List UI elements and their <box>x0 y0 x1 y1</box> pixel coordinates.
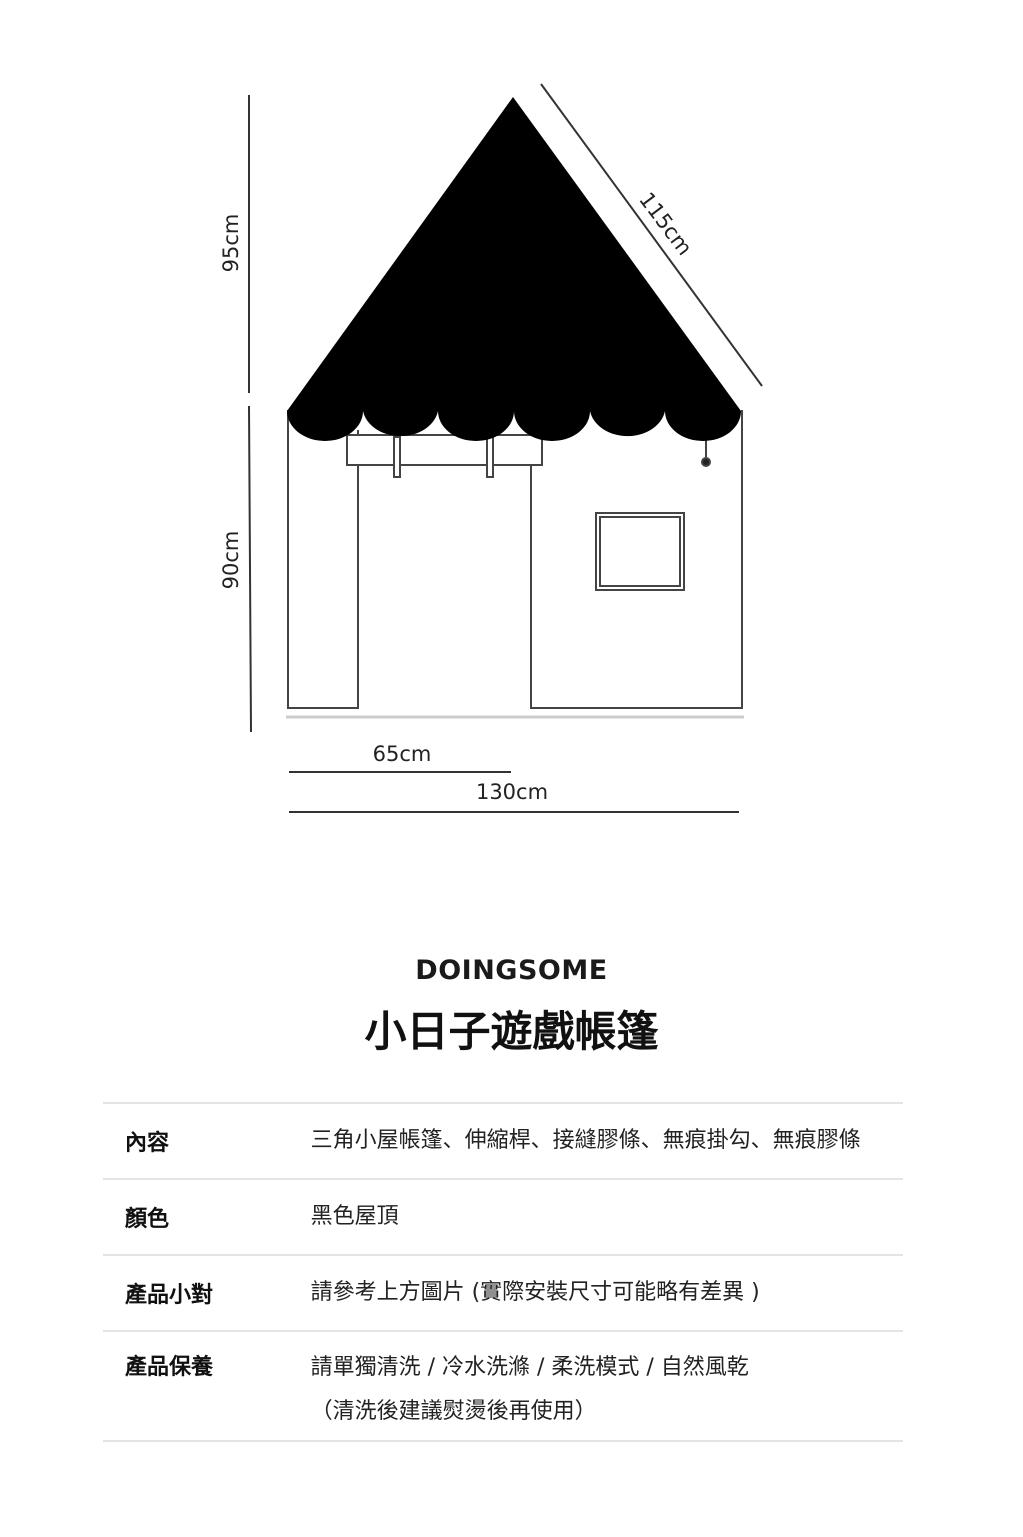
spec-label: 產品小對 <box>125 1283 214 1308</box>
door-width-label: 65cm <box>373 742 432 766</box>
wall-height-label: 90cm <box>219 531 243 590</box>
tent-walls <box>286 410 744 719</box>
spec-value: 請參考上方圖片 (實際安裝尺寸可能略有差異 ) <box>310 1280 760 1305</box>
spec-row-size: 產品小對 請參考上方圖片 (實際安裝尺寸可能略有差異 ) <box>103 1254 903 1330</box>
roof-slope-line <box>540 83 763 387</box>
spec-value: 請單獨清洗 / 冷水洗滌 / 柔洗模式 / 自然風乾 （清洗後建議熨燙後再使用） <box>310 1355 749 1424</box>
tent-roof <box>287 97 741 441</box>
spec-value: 三角小屋帳篷、伸縮桿、接縫膠條、無痕掛勾、無痕膠條 <box>310 1128 861 1153</box>
wall-height-line <box>248 405 252 733</box>
spec-label: 顏色 <box>125 1207 170 1232</box>
spec-table: 內容 三角小屋帳篷、伸縮桿、接縫膠條、無痕掛勾、無痕膠條 顏色 黑色屋頂 產品小… <box>103 1102 903 1442</box>
spec-row-color: 顏色 黑色屋頂 <box>103 1178 903 1254</box>
spec-label: 產品保養 <box>125 1355 214 1380</box>
telescopic-rod <box>346 434 543 466</box>
total-width-label: 130cm <box>476 780 548 804</box>
spec-row-care: 產品保養 請單獨清洗 / 冷水洗滌 / 柔洗模式 / 自然風乾 （清洗後建議熨燙… <box>103 1330 903 1442</box>
spec-value: 黑色屋頂 <box>310 1204 399 1229</box>
product-title: 小日子遊戲帳篷 <box>364 1007 659 1056</box>
tent-window <box>595 512 685 591</box>
spec-label: 內容 <box>125 1131 170 1156</box>
tent-dimension-diagram: 95cm 90cm 115cm 65cm 130cm <box>219 83 763 813</box>
brand-name: DOINGSOME <box>415 955 608 986</box>
roof-height-label: 95cm <box>219 214 243 273</box>
spec-row-contents: 內容 三角小屋帳篷、伸縮桿、接縫膠條、無痕掛勾、無痕膠條 <box>103 1102 903 1178</box>
